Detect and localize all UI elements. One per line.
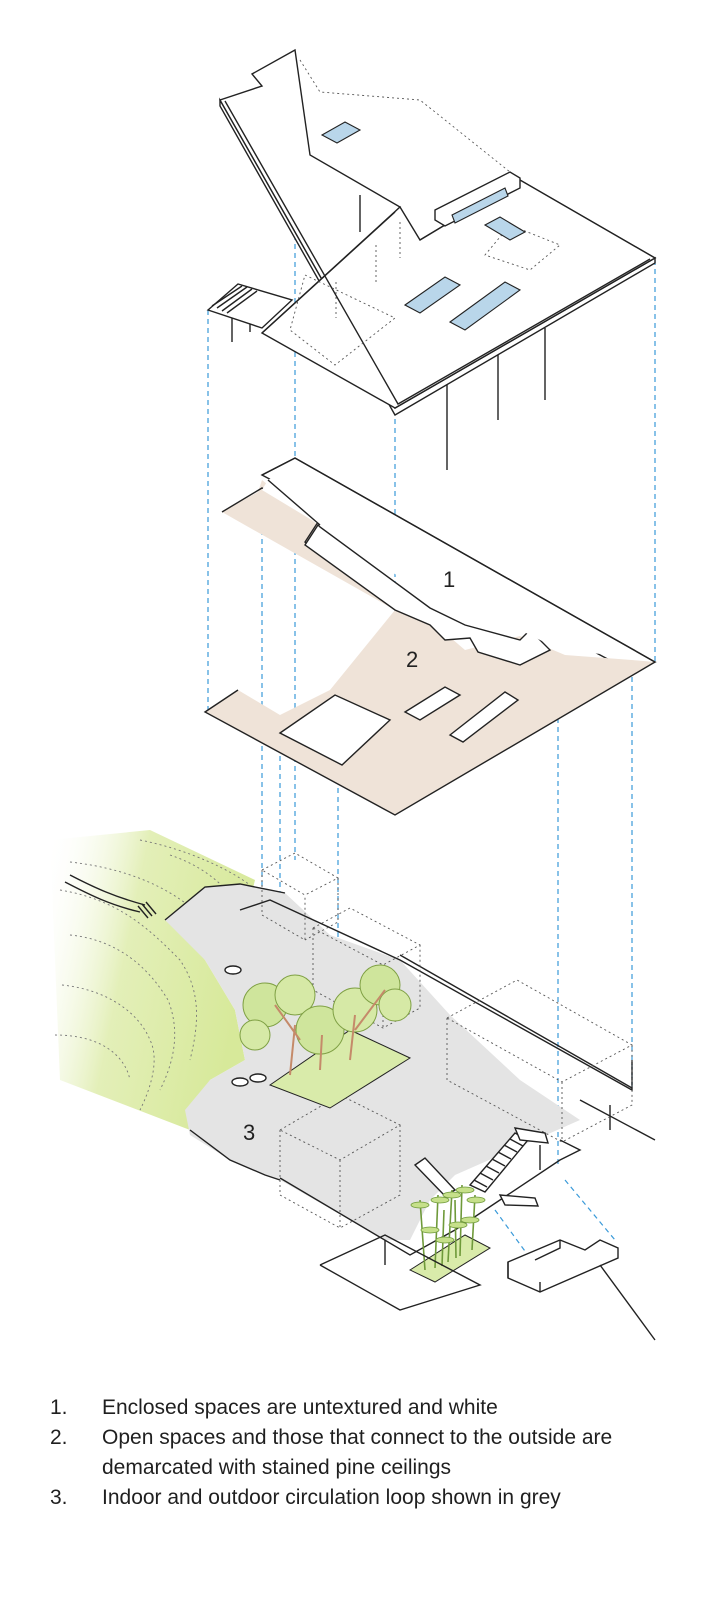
roof-level <box>206 48 657 470</box>
skylight-4 <box>483 216 527 241</box>
enclosed-volumes <box>261 852 633 1229</box>
legend-item-1: 1. Enclosed spaces are untextured and wh… <box>50 1393 690 1423</box>
legend-item-3: 3. Indoor and outdoor circulation loop s… <box>50 1483 690 1513</box>
legend-text: Open spaces and those that connect to th… <box>102 1426 613 1479</box>
legend-number: 2. <box>50 1426 68 1449</box>
skylight-2 <box>403 276 462 314</box>
stepping-stones <box>224 965 267 1087</box>
zone-label-open: 2 <box>406 647 418 672</box>
legend-number: 3. <box>50 1486 68 1509</box>
legend-number: 1. <box>50 1396 68 1419</box>
legend-item-2: 2. Open spaces and those that connect to… <box>50 1423 690 1483</box>
skylight-void-2 <box>448 691 520 743</box>
skylight-void-1 <box>403 686 462 721</box>
courtyard-void <box>278 694 392 766</box>
zone-label-circulation: 3 <box>243 1120 255 1145</box>
exploded-axonometric-diagram: 1 2 <box>50 48 657 1341</box>
side-stair <box>413 1157 457 1197</box>
legend-text: Enclosed spaces are untextured and white <box>102 1396 498 1419</box>
skylight-3 <box>448 281 522 331</box>
bamboo-planting <box>408 1234 492 1283</box>
enclosed-space <box>304 523 552 666</box>
zone-label-enclosed: 1 <box>443 567 455 592</box>
ceiling-level: 1 2 <box>203 457 657 816</box>
legend: 1. Enclosed spaces are untextured and wh… <box>50 1393 690 1513</box>
ground-level: 3 <box>50 830 656 1341</box>
skylight-1 <box>320 121 362 144</box>
topography-lines <box>54 839 251 1111</box>
legend-text: Indoor and outdoor circulation loop show… <box>102 1486 561 1509</box>
outbuilding <box>507 1239 619 1293</box>
path-steps <box>137 901 157 919</box>
courtyard-trees <box>239 964 412 1076</box>
